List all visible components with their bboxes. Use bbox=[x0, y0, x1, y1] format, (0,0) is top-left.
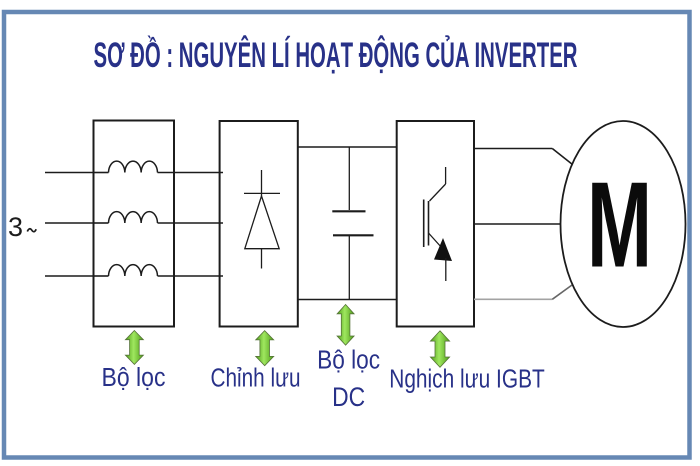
svg-text:M: M bbox=[587, 156, 652, 293]
svg-text:Chỉnh lưu: Chỉnh lưu bbox=[211, 365, 301, 393]
svg-text:Bộ lọc: Bộ lọc bbox=[317, 347, 380, 375]
svg-text:3: 3 bbox=[8, 212, 23, 242]
svg-text:Bộ lọc: Bộ lọc bbox=[102, 364, 166, 392]
svg-text:Nghịch lưu IGBT: Nghịch lưu IGBT bbox=[389, 366, 545, 394]
svg-text:DC: DC bbox=[332, 382, 365, 412]
svg-text:SƠ ĐỒ : NGUYÊN LÍ HOẠT ĐỘNG CỦ: SƠ ĐỒ : NGUYÊN LÍ HOẠT ĐỘNG CỦA INVERTER bbox=[94, 35, 578, 75]
